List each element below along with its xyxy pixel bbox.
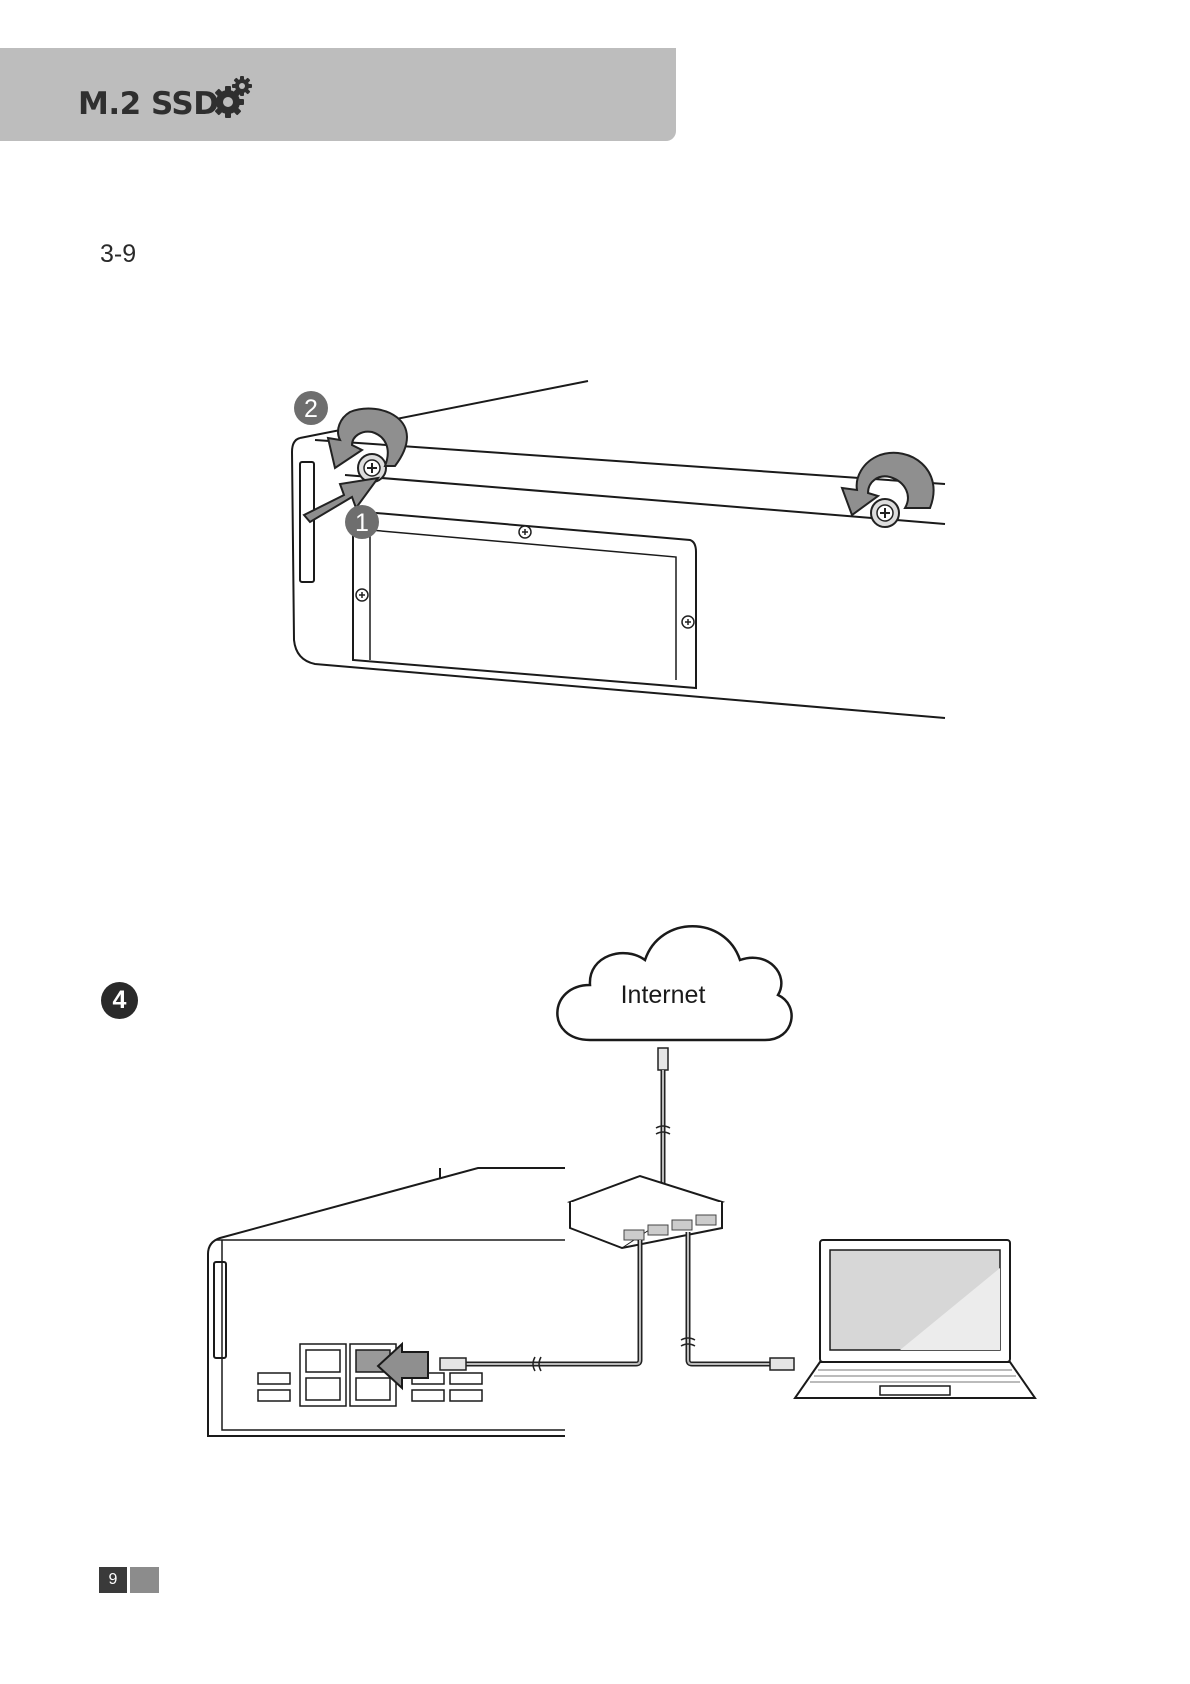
callout-2: 2 (304, 395, 318, 423)
page-number-bar (130, 1567, 159, 1593)
cable-switch-to-recorder (440, 1240, 640, 1371)
thumbscrew-right (871, 499, 899, 527)
cable-switch-to-laptop (681, 1232, 794, 1370)
laptop (795, 1240, 1035, 1398)
network-connection-illustration: Internet (0, 900, 1190, 1460)
chassis-front-edge (315, 440, 945, 484)
cover-panel-inner (370, 530, 676, 680)
panel-screw-left (356, 589, 368, 601)
chassis-outline (292, 438, 945, 718)
cloud-label: Internet (621, 981, 706, 1009)
panel-screw-top (519, 526, 531, 538)
callout-1: 1 (355, 509, 369, 537)
panel-screw-right (682, 616, 694, 628)
page-number: 9 (99, 1567, 127, 1593)
network-switch (570, 1176, 722, 1248)
recorder-ports (258, 1344, 482, 1406)
cable-internet-to-switch (656, 1048, 670, 1200)
cover-removal-illustration: 2 1 (0, 0, 1190, 760)
thumbscrew-left (358, 454, 386, 482)
